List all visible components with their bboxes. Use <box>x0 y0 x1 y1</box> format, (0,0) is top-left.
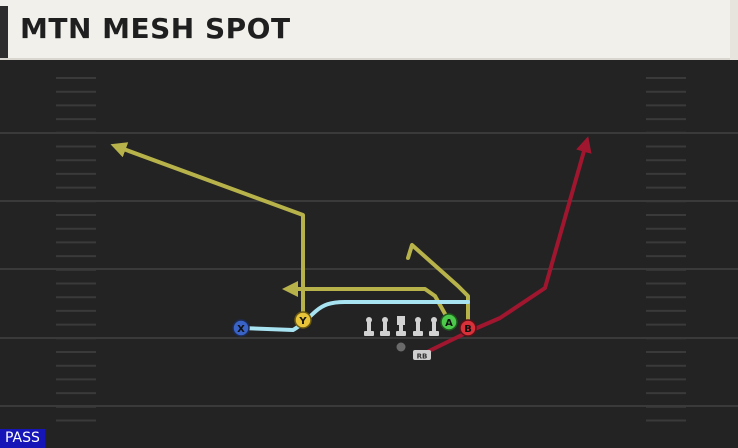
receiver-y: Y <box>294 311 312 329</box>
receiver-x-label: X <box>237 324 245 335</box>
route-whip <box>406 243 470 322</box>
hash-marks <box>56 77 686 422</box>
receiver-b: B <box>459 319 477 337</box>
center-icon <box>396 316 406 336</box>
route-b-fade <box>425 136 592 354</box>
title-bar: MTN MESH SPOT <box>0 0 738 60</box>
receiver-a: A <box>440 313 458 331</box>
route-a-cross <box>282 281 451 323</box>
pass-mode-badge: PASS <box>0 429 45 448</box>
routes <box>110 136 592 354</box>
lineman-icon <box>413 317 423 336</box>
receiver-y-label: Y <box>298 316 307 327</box>
receiver-x: X <box>232 319 250 337</box>
qb-marker <box>396 342 406 352</box>
title-corner <box>730 0 738 60</box>
receiver-b-label: B <box>464 324 472 335</box>
lineman-icon <box>429 317 439 336</box>
yard-lines <box>0 132 738 407</box>
playbook-field <box>0 60 738 448</box>
route-y-corner <box>110 142 305 320</box>
rb-label: RB <box>417 353 428 361</box>
lineman-icon <box>380 317 390 336</box>
receiver-a-label: A <box>445 318 453 329</box>
offensive-line <box>364 316 439 336</box>
rb-badge: RB <box>413 350 431 361</box>
title-accent <box>0 6 8 58</box>
play-title: MTN MESH SPOT <box>20 12 291 45</box>
lineman-icon <box>364 317 374 336</box>
